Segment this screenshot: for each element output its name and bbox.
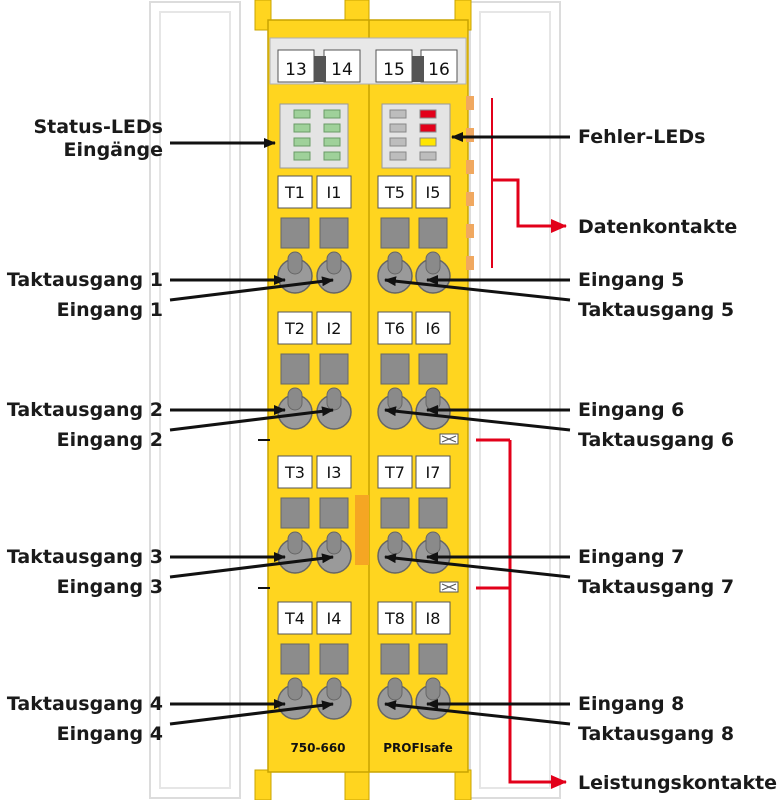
top-tab-label: 14 (331, 60, 353, 80)
terminal-label: I1 (327, 183, 342, 202)
terminal: T3 (277, 455, 313, 574)
terminal: I3 (316, 455, 352, 574)
module-footer: 750-660 PROFIsafe (290, 741, 452, 755)
label-leistungskontakte: Leistungskontakte (578, 772, 777, 794)
label-taktausgang-3: Taktausgang 3 (7, 546, 163, 568)
label-eingang-8: Eingang 8 (578, 693, 684, 715)
terminal-label: T1 (284, 183, 305, 202)
pointer-arrow (169, 700, 334, 726)
top-tab: 15 (375, 49, 413, 83)
label-taktausgang-8: Taktausgang 8 (578, 723, 734, 745)
pointer-arrow (169, 276, 334, 302)
pointer-arrow (384, 700, 571, 726)
red-callouts (476, 98, 567, 789)
terminal: T2 (277, 311, 313, 430)
terminal-label: T7 (384, 463, 405, 482)
status-led (323, 123, 341, 133)
terminal: I5 (415, 175, 451, 294)
terminal-label: I3 (327, 463, 342, 482)
label-eingang-7: Eingang 7 (578, 546, 684, 568)
label-eingang-6: Eingang 6 (578, 399, 684, 421)
label-taktausgang-1: Taktausgang 1 (7, 269, 163, 291)
top-tab: 13 (277, 49, 315, 83)
error-led (419, 109, 437, 119)
pointer-arrow (384, 276, 571, 302)
pointer-arrow (169, 406, 334, 432)
terminal: I8 (415, 601, 451, 720)
label-taktausgang-2: Taktausgang 2 (7, 399, 163, 421)
terminal-label: I2 (327, 319, 342, 338)
pointer-arrow (169, 553, 334, 579)
black-arrows (169, 132, 571, 726)
label-taktausgang-5: Taktausgang 5 (578, 299, 734, 321)
label-status-leds: Status-LEDs (33, 116, 163, 138)
terminal: I6 (415, 311, 451, 430)
terminal-label: I6 (426, 319, 441, 338)
terminal-label: I4 (327, 609, 342, 628)
label-eingang-4: Eingang 4 (57, 723, 163, 745)
terminal-label: I5 (426, 183, 441, 202)
status-led (293, 109, 311, 119)
label-fehler-leds: Fehler-LEDs (578, 126, 705, 148)
terminal: T6 (377, 311, 413, 430)
terminal-label: T2 (284, 319, 305, 338)
terminal: I2 (316, 311, 352, 430)
status-led (323, 151, 341, 161)
status-led (323, 109, 341, 119)
terminal: T5 (377, 175, 413, 294)
terminal: I4 (316, 601, 352, 720)
terminal-label: T3 (284, 463, 305, 482)
terminal-label: T6 (384, 319, 405, 338)
pointer-arrow (384, 553, 571, 579)
terminal-label: T4 (284, 609, 305, 628)
status-led (293, 151, 311, 161)
footer-right: PROFIsafe (383, 741, 453, 755)
error-led (389, 123, 407, 133)
pointer-arrow (384, 406, 571, 432)
error-led (419, 137, 437, 147)
label-datenkontakte: Datenkontakte (578, 216, 737, 238)
label-taktausgang-6: Taktausgang 6 (578, 429, 734, 451)
terminal: T1 (277, 175, 313, 294)
led-panels (279, 103, 451, 169)
label-taktausgang-4: Taktausgang 4 (7, 693, 163, 715)
error-led (389, 137, 407, 147)
power-contact-marks (439, 433, 459, 593)
top-tab-label: 16 (428, 60, 450, 80)
terminal-label: T5 (384, 183, 405, 202)
footer-left: 750-660 (290, 741, 345, 755)
label-eingang-5: Eingang 5 (578, 269, 684, 291)
terminal-label: T8 (384, 609, 405, 628)
label-eingang-3: Eingang 3 (57, 576, 163, 598)
terminal: I1 (316, 175, 352, 294)
din-rail (149, 1, 561, 799)
error-led (389, 109, 407, 119)
top-tabs: 13 14 15 16 (277, 49, 458, 83)
status-led (323, 137, 341, 147)
terminal: I7 (415, 455, 451, 574)
error-led (419, 123, 437, 133)
label-eingang-2: Eingang 2 (57, 429, 163, 451)
label-eingang-1: Eingang 1 (57, 299, 163, 321)
top-tab-label: 13 (285, 60, 307, 80)
status-led (293, 123, 311, 133)
error-led (389, 151, 407, 161)
terminal-label: I7 (426, 463, 441, 482)
label-taktausgang-7: Taktausgang 7 (578, 576, 734, 598)
label-eingaenge: Eingänge (64, 139, 163, 161)
status-led (293, 137, 311, 147)
terminal: T4 (277, 601, 313, 720)
top-tab: 16 (420, 49, 458, 83)
terminal: T8 (377, 601, 413, 720)
labels: Status-LEDs Eingänge Fehler-LEDs Datenko… (7, 116, 777, 794)
top-tab: 14 (323, 49, 361, 83)
error-led (419, 151, 437, 161)
top-tab-label: 15 (383, 60, 405, 80)
terminal-label: I8 (426, 609, 441, 628)
terminal: T7 (377, 455, 413, 574)
